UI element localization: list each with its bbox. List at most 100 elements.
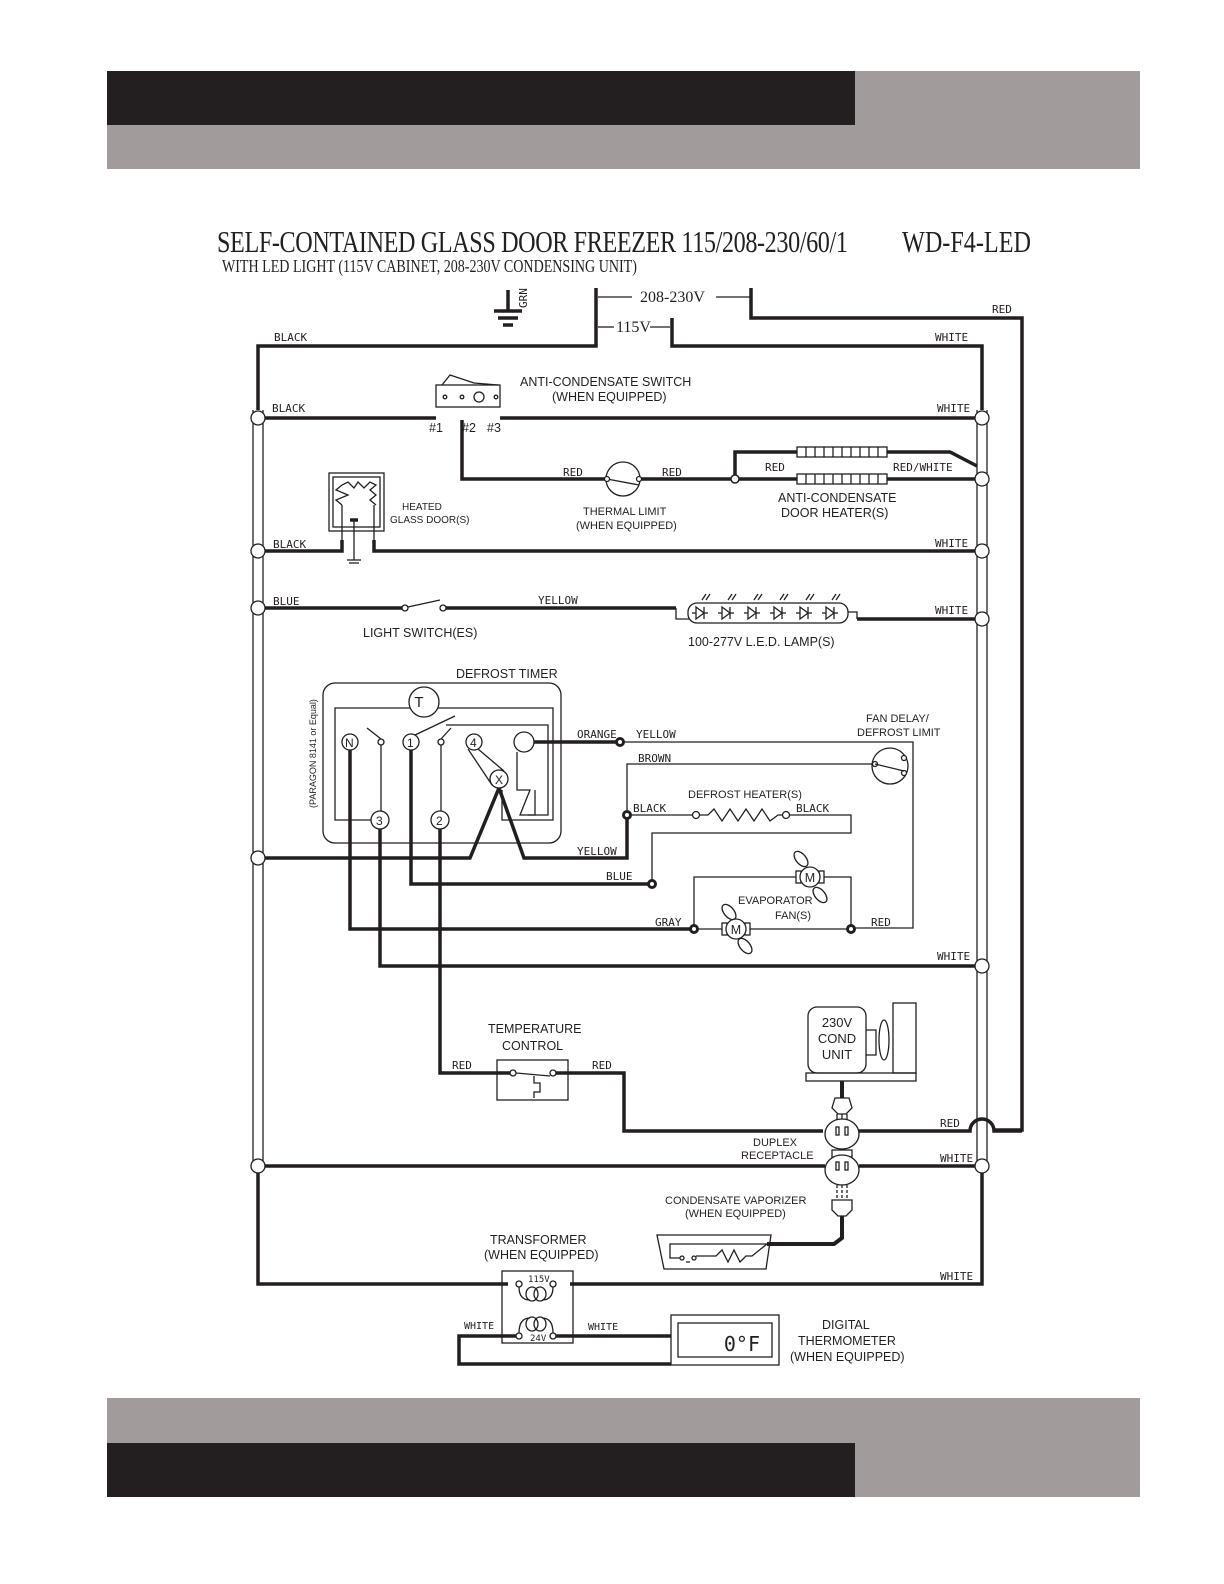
diagram-title: SELF-CONTAINED GLASS DOOR FREEZER 115/20…: [217, 224, 848, 259]
component-label: UNIT: [822, 1047, 852, 1062]
wire-black-defrost-right: [651, 814, 852, 884]
transformer-secondary-label: 24V: [530, 1334, 547, 1344]
junction: [622, 810, 632, 820]
wire-red-receptacle: [859, 1117, 1022, 1133]
fan-motor-icon: [799, 866, 821, 888]
wire-white-thermo-left: [457, 1334, 671, 1366]
wire-label: WHITE: [588, 1322, 618, 1333]
supply-voltage-markers: 208-230V 115V: [598, 289, 750, 336]
wire-label: GRAY: [655, 916, 682, 929]
led-diode-icon: [718, 593, 737, 621]
bus-junction-node: [974, 543, 990, 559]
component-label: THERMOMETER: [798, 1334, 896, 1348]
component-label: 100-277V L.E.D. LAMP(S): [688, 635, 835, 649]
wire-label: BLACK: [273, 538, 306, 551]
terminal-label: 4: [470, 736, 477, 750]
wire-label: RED: [563, 466, 583, 479]
wire-label: RED: [662, 466, 682, 479]
thermal-limit: [603, 461, 643, 497]
digital-thermometer: 0°F: [670, 1314, 780, 1366]
component-label: 230V: [822, 1015, 853, 1030]
led-diode-icon: [796, 593, 815, 621]
bus-junction-node: [250, 1158, 266, 1174]
wire-label: RED/WHITE: [893, 461, 953, 474]
wire-white-transformer: [570, 1168, 984, 1286]
component-label: DEFROST TIMER: [456, 667, 558, 681]
wire-label: RED: [592, 1059, 612, 1072]
wire-blue-timer: [409, 750, 648, 886]
wire-yellow-timer: [497, 787, 629, 860]
wire-label: WHITE: [464, 1321, 494, 1332]
anti-condensate-door-heater: [796, 446, 888, 485]
terminal-label: N: [345, 736, 354, 750]
component-label: ANTI-CONDENSATE: [778, 491, 897, 505]
timer-terminal-T: [408, 686, 440, 718]
wire-label: RED: [452, 1059, 472, 1072]
terminal-label: X: [495, 773, 503, 787]
right-bus-bar: [976, 410, 988, 1165]
bus-junction-node: [974, 958, 990, 974]
wire-label: YELLOW: [636, 728, 676, 741]
transformer: 115V 24V: [501, 1270, 574, 1344]
lamp-icon: [473, 391, 485, 403]
model-number: WD-F4-LED: [902, 224, 1031, 259]
terminal-label: 1: [407, 736, 414, 750]
wire-white-timer-return: [378, 829, 975, 968]
bus-junction-node: [250, 543, 266, 559]
diagram-subtitle: WITH LED LIGHT (115V CABINET, 208-230V C…: [222, 256, 637, 276]
component-label: ANTI-CONDENSATE SWITCH: [520, 375, 691, 389]
evaporator-fans: M M: [693, 850, 856, 955]
wire-label: WHITE: [937, 402, 970, 415]
terminal-label: 3: [376, 814, 383, 828]
motor-label: M: [805, 871, 815, 885]
heated-glass-door: [328, 472, 385, 564]
defrost-timer: T N 1 4 X 3 2: [322, 682, 562, 844]
junction: [647, 879, 657, 889]
bus-junction-node: [974, 1158, 990, 1174]
component-label: LIGHT SWITCH(ES): [363, 626, 477, 640]
wire-label: BLACK: [796, 802, 829, 815]
component-note: (WHEN EQUIPPED): [790, 1350, 905, 1364]
wire-label: RED: [992, 303, 1012, 316]
led-diode-icon: [770, 593, 789, 621]
wire-black-supply: [256, 288, 598, 410]
bus-junction-node: [250, 410, 266, 426]
junction: [615, 737, 625, 747]
component-note: (WHEN EQUIPPED): [552, 390, 667, 404]
wire-yellow-fan-delay: [623, 741, 914, 929]
component-label: TRANSFORMER: [490, 1233, 587, 1247]
junction: [689, 924, 699, 934]
left-bus-bar: [252, 410, 264, 1165]
wire-label: YELLOW: [538, 594, 578, 607]
wire-label: WHITE: [940, 1270, 973, 1283]
light-switch[interactable]: [401, 599, 447, 612]
component-note: (WHEN EQUIPPED): [685, 1208, 786, 1220]
component-label: EVAPORATOR: [738, 895, 813, 907]
vaporizer-cord: [767, 1216, 844, 1246]
wire-white-supply: [670, 318, 984, 410]
vaporizer-plug: [831, 1185, 853, 1217]
led-diode-icon: [692, 593, 711, 621]
wire-red-heater-branch: [733, 450, 797, 479]
component-note: (WHEN EQUIPPED): [484, 1248, 599, 1262]
component-label: COND: [818, 1031, 856, 1046]
defrost-heater: [691, 807, 791, 823]
component-label: HEATED: [402, 502, 442, 513]
voltage-low-label: 115V: [616, 319, 651, 336]
footer-dark-bar: [107, 1443, 855, 1497]
bus-junction-node: [250, 850, 266, 866]
ground-label: GRN: [517, 288, 530, 308]
wire-label: WHITE: [935, 537, 968, 550]
terminal-label: #2: [462, 421, 476, 435]
wire-label: WHITE: [935, 604, 968, 617]
thermometer-display: 0°F: [724, 1332, 760, 1356]
terminal-label: #3: [487, 421, 501, 435]
fan-motor-icon: [725, 918, 747, 940]
component-label: THERMAL LIMIT: [583, 506, 667, 518]
wire-label: BLUE: [273, 595, 300, 608]
component-label: DOOR HEATER(S): [781, 506, 888, 520]
wire-label: BLUE: [606, 870, 633, 883]
wire-black-door: [265, 540, 344, 553]
component-label: DIGITAL: [822, 1318, 870, 1332]
